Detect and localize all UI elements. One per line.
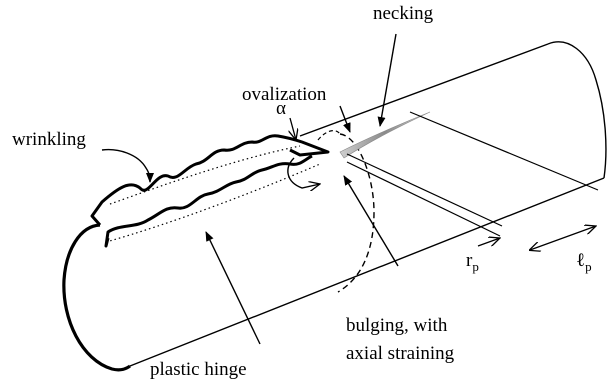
plastic-hinge-label: plastic hinge xyxy=(150,359,247,380)
wrinkling-arrow xyxy=(102,150,150,182)
pipe-top-edge xyxy=(300,44,548,136)
bulging-arrow xyxy=(344,176,398,266)
wrinkle-upper xyxy=(92,136,328,225)
bulging-label-line2: axial straining xyxy=(346,343,455,364)
wrinkling-label: wrinkling xyxy=(12,129,86,150)
necking-label: necking xyxy=(373,3,434,24)
pipe-right-end xyxy=(548,42,606,178)
rp-label: rp xyxy=(466,250,479,274)
bulging-label-line1: bulging, with xyxy=(346,315,448,336)
ovalization-top-arc xyxy=(318,131,340,140)
pipe-body xyxy=(64,42,606,370)
ovalization-arrow xyxy=(340,106,350,132)
rp-dimension-arrow xyxy=(478,238,500,246)
necking-crack xyxy=(340,112,430,158)
lp-label: ℓp xyxy=(576,250,592,274)
necking-arrow xyxy=(380,34,396,126)
pipe-bottom-edge xyxy=(130,178,604,366)
lp-dimension-arrow xyxy=(530,226,596,250)
pipe-left-end xyxy=(64,225,130,370)
alpha-pointer xyxy=(290,118,296,140)
alpha-label: α xyxy=(276,98,286,119)
plastic-hinge-arrow xyxy=(206,232,260,344)
